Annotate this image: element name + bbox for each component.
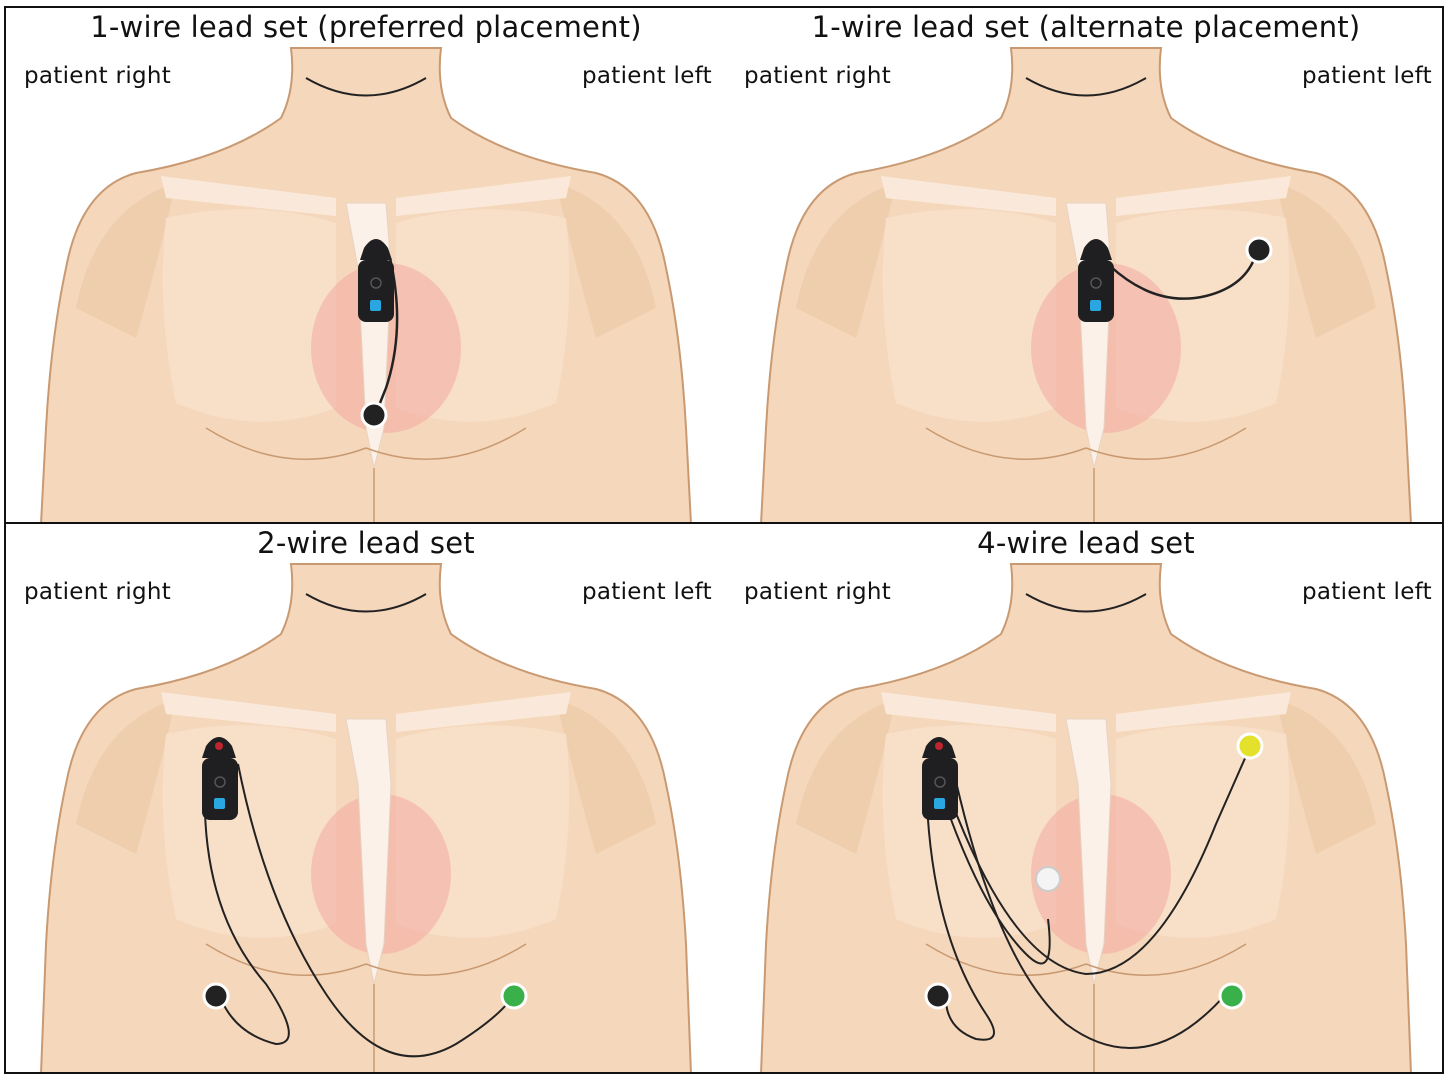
torso-illustration [726,524,1444,1074]
red-led-icon [215,742,223,750]
panel-1wire-preferred: 1-wire lead set (preferred placement) pa… [6,8,726,524]
panel-4wire: 4-wire lead set patient right patient le… [726,524,1444,1074]
monitor-device [922,737,958,820]
electrode-white [1036,867,1060,891]
electrode-black [926,984,950,1008]
panel-divider [6,522,1442,524]
device-button-icon [1090,300,1101,311]
electrode-green [1220,984,1244,1008]
monitor-device [202,737,238,820]
panel-title: 2-wire lead set [6,526,726,560]
figure-frame: 1-wire lead set (preferred placement) pa… [4,6,1444,1074]
electrode-black [1247,238,1271,262]
panel-title: 4-wire lead set [726,526,1444,560]
device-button-icon [934,798,945,809]
electrode-yellow [1238,734,1262,758]
patient-right-label: patient right [24,63,171,89]
monitor-device [1078,239,1114,322]
electrode-black [204,984,228,1008]
red-led-icon [935,742,943,750]
patient-right-label: patient right [744,579,891,605]
device-button-icon [214,798,225,809]
patient-left-label: patient left [1302,63,1432,89]
torso-illustration [6,524,726,1074]
patient-left-label: patient left [582,63,712,89]
patient-right-label: patient right [24,579,171,605]
panel-2wire: 2-wire lead set patient right patient le… [6,524,726,1074]
panel-title: 1-wire lead set (preferred placement) [6,10,726,44]
panel-title: 1-wire lead set (alternate placement) [726,10,1444,44]
patient-left-label: patient left [1302,579,1432,605]
device-button-icon [370,300,381,311]
patient-left-label: patient left [582,579,712,605]
electrode-black [362,403,386,427]
patient-right-label: patient right [744,63,891,89]
panel-1wire-alternate: 1-wire lead set (alternate placement) pa… [726,8,1444,524]
monitor-device [358,239,394,322]
electrode-green [502,984,526,1008]
